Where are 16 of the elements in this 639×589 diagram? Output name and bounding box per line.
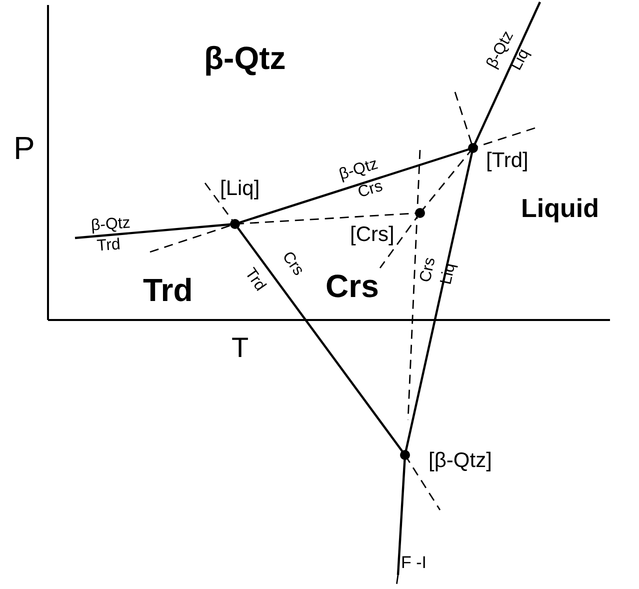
reaction-label: β-Qtz (90, 216, 130, 234)
reaction-label: F -I (401, 554, 426, 570)
reaction-label: Crs (418, 256, 438, 284)
field-label: Liquid (521, 195, 599, 221)
field-label: Crs (326, 270, 379, 302)
reaction-label: Trd (96, 237, 120, 255)
invariant-point-label: [Liq] (220, 178, 260, 198)
invariant-point-label: [β-Qtz] (428, 450, 492, 470)
axis-label: T (232, 334, 249, 362)
reaction-label: Crs (278, 249, 306, 279)
invariant-point-label: [Crs] (350, 224, 394, 244)
field-label: Trd (143, 274, 193, 306)
field-label: β-Qtz (204, 42, 286, 74)
axis-label: P (14, 132, 35, 164)
reaction-label: Trd (240, 266, 268, 294)
invariant-point-label: [Trd] (486, 150, 528, 170)
